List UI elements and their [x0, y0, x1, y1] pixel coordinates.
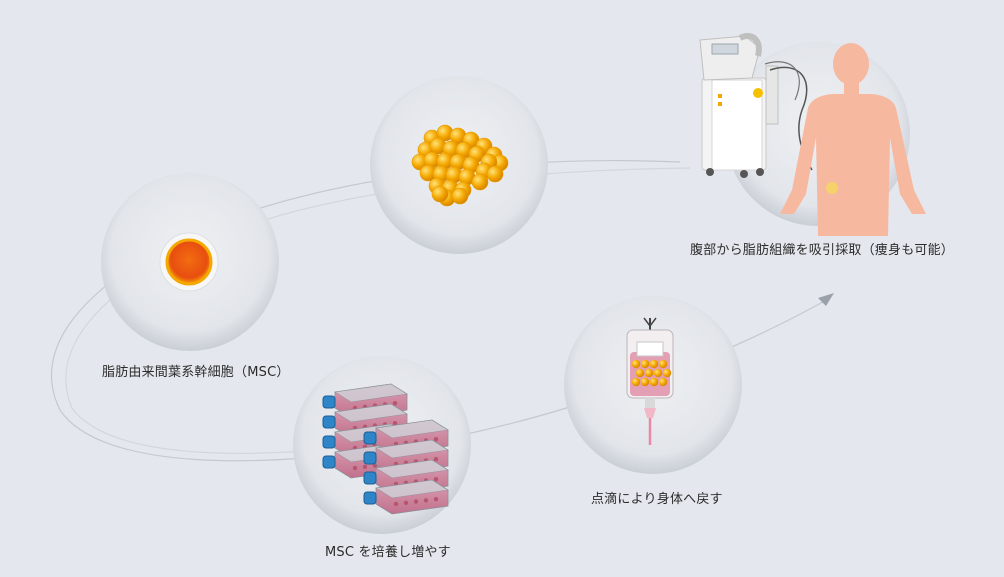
harvest-label: 腹部から脂肪組織を吸引採取（痩身も可能）	[690, 243, 955, 258]
liposuction-machine-icon	[699, 33, 813, 178]
culture-label: MSC を培養し増やす	[325, 545, 451, 560]
stem-cell-icon	[159, 232, 219, 292]
human-body-icon	[780, 43, 926, 236]
stem-cell-label: 脂肪由来間葉系幹細胞（MSC）	[102, 365, 290, 380]
fat-cluster-icon	[411, 124, 509, 207]
iv-bag-icon	[626, 317, 674, 445]
infusion-label: 点滴により身体へ戻す	[591, 492, 723, 507]
arrow-head-icon	[818, 293, 834, 306]
culture-flasks-icon	[322, 383, 449, 515]
